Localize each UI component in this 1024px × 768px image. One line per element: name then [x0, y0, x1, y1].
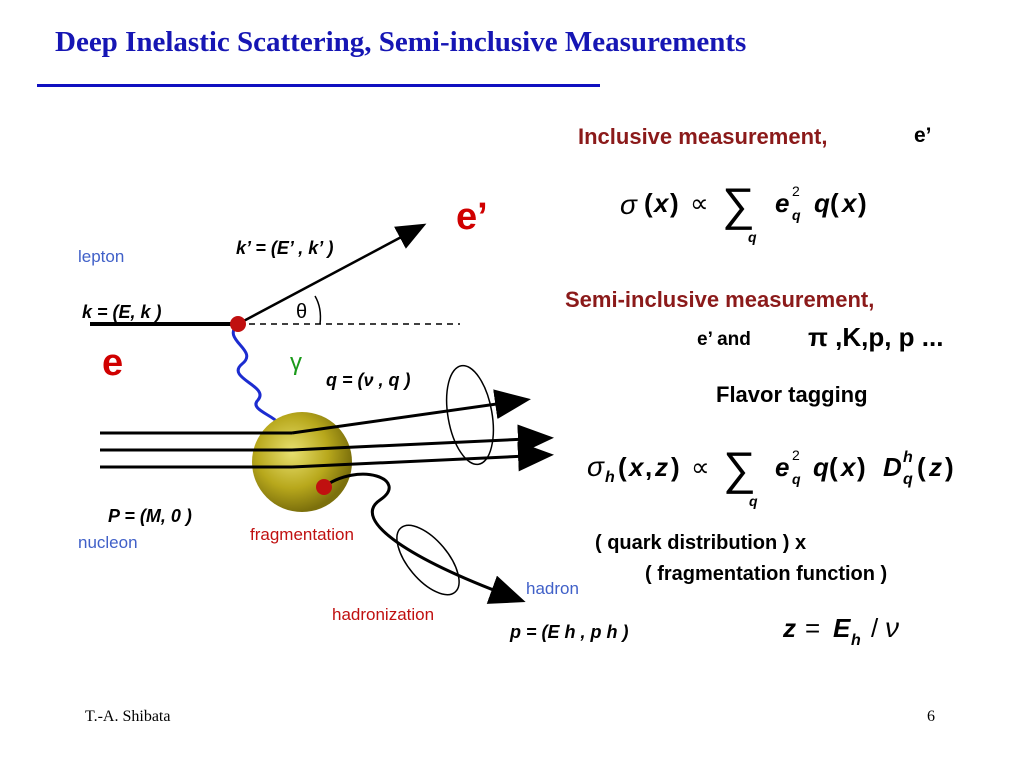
P-text: P = (M, 0 ) [108, 506, 192, 526]
svg-text:q: q [792, 471, 801, 487]
inclusive-formula: σ ( x ) ∝ ∑ q e 2 q q ( x ) [620, 178, 867, 245]
svg-text:q: q [814, 188, 830, 218]
svg-text:): ) [671, 452, 680, 482]
svg-text:e: e [775, 452, 789, 482]
svg-text:∑: ∑ [722, 178, 755, 230]
fragmentation-text: fragmentation [250, 525, 354, 544]
q-text: q = (ν , q ) [326, 370, 411, 390]
p-text: p = (E h , p h ) [509, 622, 629, 642]
svg-text:(: ( [644, 188, 653, 218]
theta-arc [314, 295, 322, 325]
svg-text:(: ( [618, 452, 627, 482]
svg-text:): ) [858, 188, 867, 218]
svg-text:q: q [748, 229, 757, 245]
svg-text:(: ( [829, 452, 838, 482]
svg-text:h: h [605, 469, 615, 486]
gamma-text: γ [290, 349, 302, 376]
svg-text:2: 2 [792, 447, 800, 463]
slide-title: Deep Inelastic Scattering, Semi-inclusiv… [55, 26, 747, 58]
semi-inclusive-formula: σ h ( x , z ) ∝ ∑ q e 2 q q ( x ) D h q … [587, 442, 954, 509]
svg-text:(: ( [830, 188, 839, 218]
svg-text:z: z [782, 613, 796, 643]
svg-text:x: x [627, 452, 645, 482]
svg-text:q: q [813, 452, 829, 482]
svg-text:q: q [749, 493, 758, 509]
flavor-tagging: Flavor tagging [716, 382, 868, 407]
k-text: k = (E, k ) [82, 302, 162, 322]
svg-text:z: z [654, 452, 668, 482]
svg-text:∝: ∝ [690, 188, 709, 218]
inclusive-particle: e’ [914, 124, 932, 147]
fragmentation-function: ( fragmentation function ) [645, 563, 888, 585]
e-label: e [102, 342, 124, 384]
quark-distribution: ( quark distribution ) x [595, 532, 807, 554]
svg-text:z: z [928, 452, 942, 482]
svg-text:x: x [652, 188, 670, 218]
inclusive-label: Inclusive measurement, [578, 124, 828, 149]
page-number: 6 [927, 708, 935, 725]
svg-text:(: ( [917, 452, 926, 482]
svg-text:ν: ν [885, 612, 899, 643]
title-underline [37, 84, 600, 87]
svg-text:E: E [833, 613, 851, 643]
scattering-diagram: lepton nucleon fragmentation hadronizati… [78, 223, 629, 642]
fragmentation-vertex [316, 479, 332, 495]
lepton-text: lepton [78, 247, 124, 266]
nucleon-text: nucleon [78, 533, 138, 552]
svg-text:): ) [857, 452, 866, 482]
svg-text:,: , [645, 452, 652, 482]
svg-text:∑: ∑ [723, 442, 756, 494]
svg-text:=: = [805, 613, 820, 643]
svg-text:h: h [903, 449, 913, 466]
svg-text:h: h [851, 632, 861, 649]
e-prime-label: e’ [456, 196, 488, 238]
svg-text:∝: ∝ [691, 452, 710, 482]
svg-text:): ) [670, 188, 679, 218]
e-and-label: e’ and [697, 329, 751, 350]
svg-text:q: q [792, 207, 801, 223]
hadronization-text: hadronization [332, 605, 434, 624]
svg-text:σ: σ [620, 189, 638, 220]
svg-text:D: D [883, 452, 902, 482]
svg-text:e: e [775, 188, 789, 218]
lepton-vertex [230, 316, 246, 332]
hadron-list: π ,K,p, p ... [808, 322, 944, 352]
hadron-text: hadron [526, 579, 579, 598]
theta-text: θ [296, 301, 307, 323]
svg-text:σ: σ [587, 451, 605, 482]
semi-inclusive-label: Semi-inclusive measurement, [565, 287, 875, 312]
k-prime-text: k’ = (E’ , k’ ) [236, 238, 334, 258]
svg-text:x: x [839, 452, 857, 482]
svg-text:/: / [871, 613, 879, 643]
outgoing-lepton-line [237, 223, 427, 326]
z-definition-formula: z = E h / ν [782, 612, 899, 649]
svg-text:q: q [903, 471, 913, 488]
svg-text:): ) [945, 452, 954, 482]
svg-text:x: x [840, 188, 858, 218]
footer-author: T.-A. Shibata [85, 708, 171, 725]
svg-text:2: 2 [792, 183, 800, 199]
